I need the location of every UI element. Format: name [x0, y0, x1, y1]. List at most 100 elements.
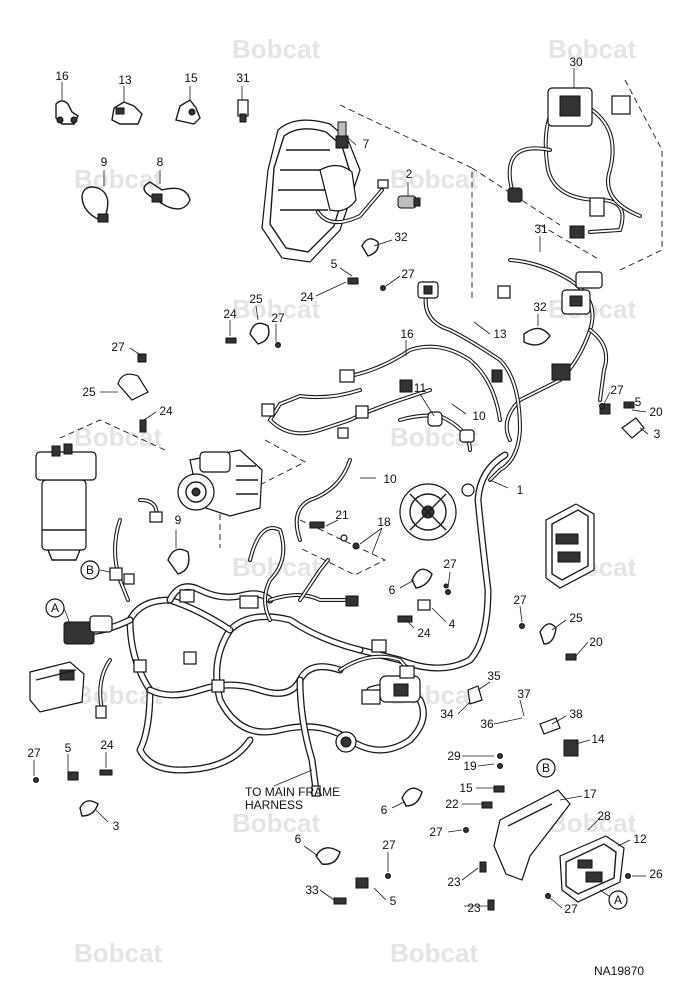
- callout-label: 36: [480, 717, 494, 731]
- fasteners: [33, 277, 635, 911]
- bolt: [493, 785, 505, 793]
- callout-label: 24: [417, 626, 431, 640]
- callout-label: 2: [406, 167, 413, 181]
- bracket-part-38: [539, 717, 561, 735]
- clamp-part-9-mid: [167, 548, 190, 575]
- nut: [497, 763, 503, 769]
- clip-part-13: [111, 101, 143, 125]
- callout-label: 15: [184, 71, 198, 85]
- callout-label: 17: [583, 787, 597, 801]
- callout-label: 12: [633, 832, 647, 846]
- watermark: Bobcat: [232, 294, 320, 324]
- watermark: Bobcat: [232, 808, 320, 838]
- bolt: [479, 861, 487, 873]
- nut: [443, 583, 449, 589]
- callout-label: 23: [467, 901, 481, 915]
- clamp-part-32-right: [523, 327, 551, 346]
- callout-label: 18: [377, 515, 391, 529]
- callout-label: 5: [65, 741, 72, 755]
- callout-label: 8: [157, 155, 164, 169]
- watermark: Bobcat: [390, 938, 478, 968]
- callout-label: 4: [449, 617, 456, 631]
- callout-label: 27: [401, 267, 415, 281]
- watermark: Bobcat: [74, 164, 162, 194]
- connector-label: B: [86, 563, 94, 577]
- callout-label: 11: [414, 381, 427, 395]
- callout-label: 14: [591, 732, 605, 746]
- callout-label: 16: [55, 69, 69, 83]
- callout-label: 24: [300, 290, 314, 304]
- svg-text:Bobcat: Bobcat: [74, 164, 162, 194]
- connector-harness-part-30: [507, 87, 642, 239]
- sensor-part-7: [335, 121, 349, 149]
- svg-text:Bobcat: Bobcat: [232, 294, 320, 324]
- callout-label: 34: [440, 707, 454, 721]
- callout-label: 25: [249, 292, 263, 306]
- watermark: Bobcat: [232, 34, 320, 64]
- callout-label: 22: [445, 797, 459, 811]
- upper-right-harness-branch: [497, 258, 609, 442]
- clamp-part-25-upper: [249, 322, 270, 345]
- relay-block: [29, 661, 85, 713]
- callout-label: 20: [589, 635, 603, 649]
- watermark: Bobcat: [232, 552, 320, 582]
- callout-label: 32: [394, 230, 408, 244]
- callout-label: 27: [564, 902, 578, 916]
- callout-label: 24: [100, 738, 114, 752]
- svg-text:Bobcat: Bobcat: [390, 164, 478, 194]
- bolt: [225, 337, 237, 344]
- nut: [385, 873, 391, 879]
- callout-label: 6: [381, 803, 388, 817]
- callout-labels: 16 13 15 31 30 9 8 7 2 32 5 27 24 31 25 …: [27, 55, 663, 916]
- nut: [352, 542, 360, 550]
- callout-label: 5: [635, 395, 642, 409]
- svg-text:Bobcat: Bobcat: [232, 552, 320, 582]
- bracket: [417, 599, 431, 611]
- svg-text:Bobcat: Bobcat: [232, 808, 320, 838]
- callout-label: 6: [389, 583, 396, 597]
- nut: [380, 285, 386, 291]
- alternator: [399, 483, 475, 541]
- clamp-part-3-left: [67, 771, 99, 817]
- clamp-part-3-right: [599, 403, 645, 439]
- callout-label: 24: [159, 404, 173, 418]
- watermark: Bobcat: [74, 938, 162, 968]
- callout-label: 27: [111, 340, 125, 354]
- callout-label: 24: [223, 307, 237, 321]
- callout-label: 21: [335, 508, 349, 522]
- callout-label: 37: [517, 687, 531, 701]
- connector-circle-a-left: [45, 598, 65, 618]
- svg-text:Bobcat: Bobcat: [74, 938, 162, 968]
- callout-label: 3: [113, 819, 120, 833]
- callout-label: 38: [569, 707, 583, 721]
- clip-part-15: [175, 99, 201, 125]
- callout-label: 27: [513, 593, 527, 607]
- callout-label: 28: [597, 809, 611, 823]
- bolt: [309, 521, 325, 529]
- connector-label: A: [614, 893, 622, 907]
- nut: [33, 777, 39, 783]
- clamp-part-25-left: [117, 353, 149, 401]
- callout-label: 13: [493, 327, 507, 341]
- bolt: [397, 615, 413, 623]
- bolt: [487, 899, 495, 911]
- ecu-module: [545, 503, 595, 589]
- loop-strap-part-9: [81, 186, 109, 223]
- clip-part-16: [55, 100, 79, 125]
- bolt: [333, 897, 347, 905]
- callout-label: 35: [487, 669, 501, 683]
- callout-label: 25: [569, 611, 583, 625]
- nut: [599, 403, 605, 409]
- controller-part-12: [559, 835, 625, 903]
- callout-label: 9: [101, 155, 108, 169]
- callout-label: 5: [390, 894, 397, 908]
- callout-label: 31: [236, 71, 250, 85]
- figure-id: NA19870: [594, 964, 644, 978]
- callout-label: 5: [331, 257, 338, 271]
- starter-motor: [177, 449, 263, 517]
- nut: [625, 873, 631, 879]
- callout-label: 27: [443, 557, 457, 571]
- bolt: [347, 277, 359, 285]
